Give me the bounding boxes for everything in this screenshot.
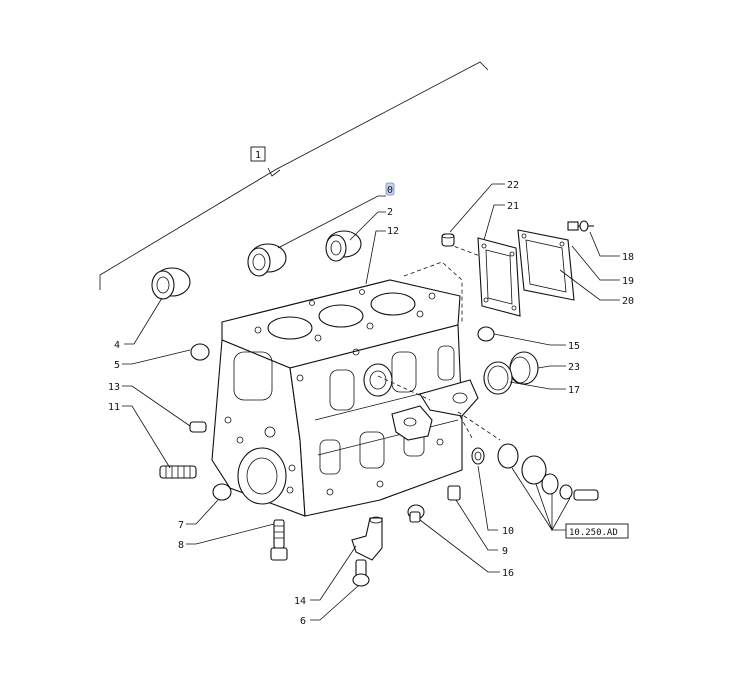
part-5-plug [190,343,210,361]
reference-label[interactable]: 10.250.AD [569,528,618,538]
callout-5[interactable]: 5 [114,360,120,371]
callout-16[interactable]: 16 [502,568,514,579]
callout-15[interactable]: 15 [568,341,580,352]
callout-22[interactable]: 22 [507,180,519,191]
part-22-pin [441,233,455,247]
part-18-screw [567,220,594,232]
part-7-plug [212,483,232,501]
group-label: 1 [255,150,261,161]
group-bracket: 1 [99,61,489,290]
part-17-ring [483,361,513,395]
pump-fittings [497,443,599,501]
part-16-plug [407,504,425,523]
part-9-plug [447,485,461,501]
assembly-lines [377,243,501,441]
bushing-2 [325,230,362,262]
callout-20[interactable]: 20 [622,296,634,307]
callout-21[interactable]: 21 [507,201,519,212]
callout-8[interactable]: 8 [178,540,184,551]
callout-18[interactable]: 18 [622,252,634,263]
callout-12[interactable]: 12 [387,226,399,237]
leader-lines [122,183,620,621]
bushing-4 [151,267,191,300]
callout-6[interactable]: 6 [300,616,306,627]
callout-7[interactable]: 7 [178,520,184,531]
callout-17[interactable]: 17 [568,385,580,396]
part-23-seal [509,351,539,385]
part-20-cover [517,229,575,301]
part-14-elbow [351,516,383,561]
part-6-bolt [352,559,370,587]
group-label-box [250,146,266,162]
callout-0[interactable]: 0 [387,185,393,196]
callout-4[interactable]: 4 [114,340,120,351]
callout-2[interactable]: 2 [387,207,393,218]
part-8-bolt [270,519,288,561]
callout-23[interactable]: 23 [568,362,580,373]
callout-14[interactable]: 14 [294,596,306,607]
highlight-callout-0 [385,182,395,196]
part-10-washer [471,447,485,465]
callout-9[interactable]: 9 [502,546,508,557]
bushing-0 [247,243,287,277]
callout-labels: 0 2 12 22 21 18 19 20 15 23 17 4 5 13 11… [108,180,634,627]
engine-block [211,279,479,517]
callout-13[interactable]: 13 [108,382,120,393]
part-15-plug [477,326,495,342]
callout-11[interactable]: 11 [108,402,120,413]
part-13-dowel [189,421,207,433]
part-11-stud [159,465,197,479]
part-21-gasket [477,237,521,317]
reference-box[interactable]: 10.250.AD [565,523,629,539]
callout-10[interactable]: 10 [502,526,514,537]
callout-19[interactable]: 19 [622,276,634,287]
